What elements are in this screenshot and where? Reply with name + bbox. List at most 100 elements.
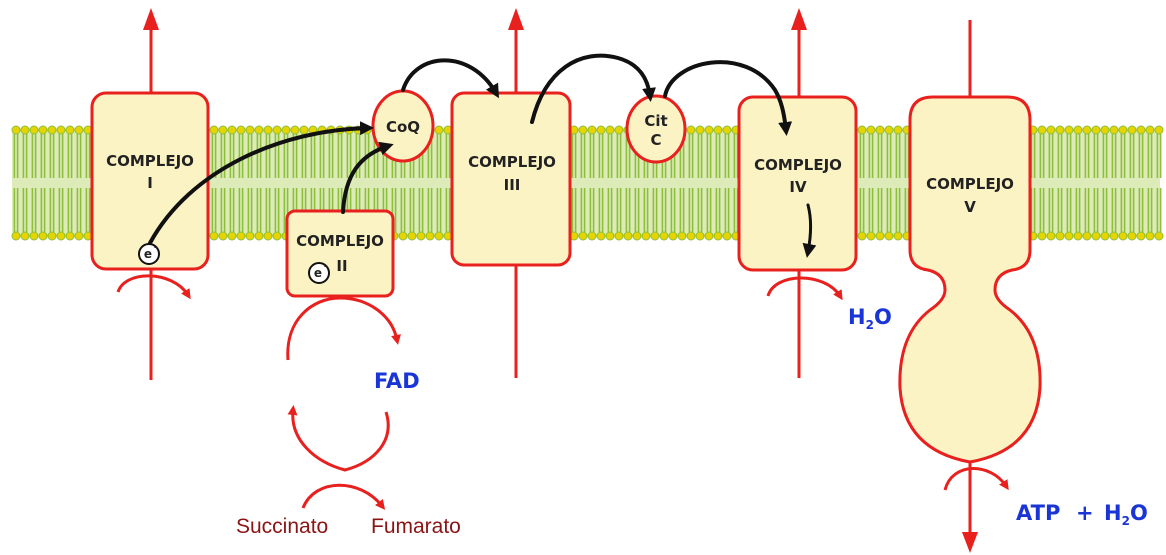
lipid-head	[1073, 125, 1083, 135]
arrow-complex2-to-coq	[341, 141, 394, 214]
lipid-head	[227, 231, 237, 241]
lipid-head	[1127, 125, 1137, 135]
lipid-head	[425, 231, 435, 241]
complex-4-numeral: IV	[789, 178, 807, 196]
lipid-head	[614, 125, 624, 135]
lipid-head	[695, 231, 705, 241]
svg-text:e: e	[144, 247, 152, 261]
lipid-head	[1037, 231, 1047, 241]
lipid-head	[875, 231, 885, 241]
lipid-head	[1046, 125, 1056, 135]
water-label-complex-4: H2O	[848, 305, 892, 332]
cytochrome-c: Cit C	[625, 94, 687, 164]
lipid-head	[290, 125, 300, 135]
fad-cycle	[286, 296, 401, 510]
lipid-head	[605, 125, 615, 135]
complex-5-body	[898, 95, 1042, 464]
lipid-head	[209, 125, 219, 135]
lipid-head	[1109, 125, 1119, 135]
cytc-label-line2: C	[650, 131, 661, 149]
electron-flow-arrows	[148, 53, 817, 258]
fad-cycle-bottom	[287, 405, 390, 472]
lipid-head	[596, 231, 606, 241]
arrow-coq-to-complex3	[401, 58, 500, 99]
cytc-circle	[625, 94, 687, 164]
curve-complex-1	[116, 274, 191, 300]
lipid-head	[605, 231, 615, 241]
lipid-head	[416, 231, 426, 241]
complex-1-numeral: I	[147, 174, 153, 192]
complex-5-numeral: V	[964, 198, 976, 216]
lipid-head	[1145, 125, 1155, 135]
lipid-head	[74, 125, 84, 135]
complex-5-bottom-arrowhead	[962, 532, 978, 553]
lipid-head	[245, 125, 255, 135]
lipid-head	[713, 231, 723, 241]
lipid-head	[1145, 231, 1155, 241]
lipid-head	[209, 231, 219, 241]
arrowhead-complex-3	[508, 8, 524, 30]
lipid-head	[236, 231, 246, 241]
complex-3-label: COMPLEJO	[468, 153, 556, 171]
lipid-head	[704, 125, 714, 135]
lipid-head	[1055, 231, 1065, 241]
lipid-head	[875, 125, 885, 135]
complex-2-numeral: II	[336, 257, 347, 275]
complex-2-label: COMPLEJO	[296, 232, 384, 250]
lipid-head	[65, 125, 75, 135]
lipid-head	[1055, 125, 1065, 135]
lipid-head	[677, 231, 687, 241]
lipid-head	[1100, 231, 1110, 241]
lipid-head	[1136, 125, 1146, 135]
lipid-head	[1154, 231, 1164, 241]
lipid-head	[47, 231, 57, 241]
lipid-head	[578, 231, 588, 241]
succinato-fumarato-curve	[301, 483, 386, 510]
lipid-head	[686, 125, 696, 135]
lipid-head	[1064, 231, 1074, 241]
arrow-complex1-to-coq	[148, 121, 374, 245]
lipid-head	[254, 125, 264, 135]
lipid-head	[218, 125, 228, 135]
lipid-head	[857, 125, 867, 135]
lipid-head	[866, 125, 876, 135]
lipid-head	[236, 125, 246, 135]
lipid-head	[1073, 231, 1083, 241]
lipid-head	[218, 231, 228, 241]
electron-complex-2: e -	[308, 261, 330, 284]
lipid-head	[866, 231, 876, 241]
lipid-head	[587, 231, 597, 241]
lipid-head	[1127, 231, 1137, 241]
lipid-head	[1109, 231, 1119, 241]
lipid-head	[641, 231, 651, 241]
lipid-head	[47, 125, 57, 135]
arrow-complex3-to-cytc	[530, 53, 656, 124]
arrowhead-complex-4	[791, 8, 807, 30]
lipid-head	[263, 125, 273, 135]
lipid-head	[632, 231, 642, 241]
lipid-head	[1154, 125, 1164, 135]
atp-label: ATP	[1016, 501, 1060, 525]
complex-4: COMPLEJO IV	[737, 95, 858, 272]
lipid-head	[245, 231, 255, 241]
proton-arrowheads	[143, 8, 807, 30]
lipid-head	[398, 231, 408, 241]
lipid-head	[38, 125, 48, 135]
lipid-head	[29, 125, 39, 135]
lipid-head	[1082, 231, 1092, 241]
electron-complex-1: e -	[138, 242, 160, 265]
lipid-head	[74, 231, 84, 241]
lipid-head	[254, 231, 264, 241]
coq-label: CoQ	[386, 118, 420, 136]
lipid-head	[1091, 125, 1101, 135]
lipid-head	[884, 231, 894, 241]
lipid-head	[20, 231, 30, 241]
lipid-head	[11, 231, 21, 241]
complex-4-body	[737, 95, 858, 272]
lipid-head	[272, 125, 282, 135]
complex-3-body	[450, 91, 572, 267]
lipid-head	[1082, 125, 1092, 135]
complex-2-body	[285, 209, 395, 298]
lipid-head	[857, 231, 867, 241]
